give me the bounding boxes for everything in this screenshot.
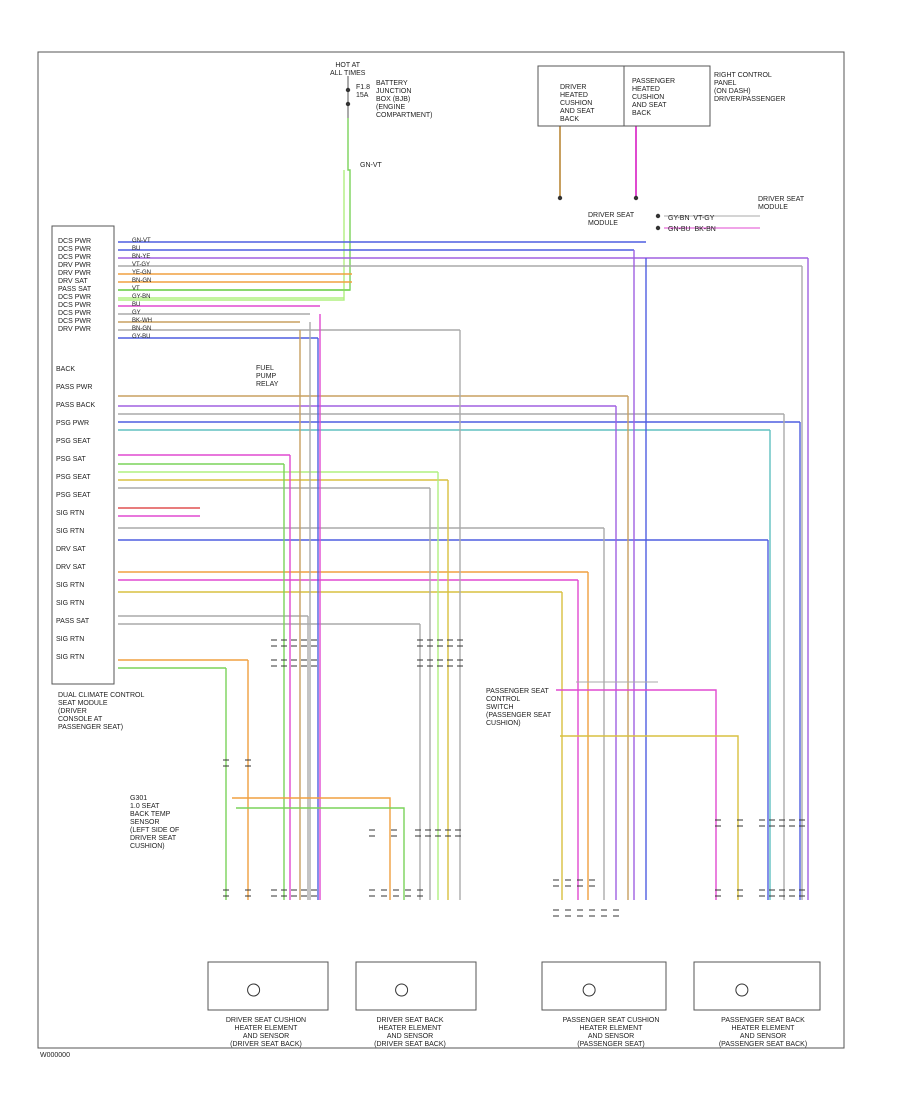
drop-wire bbox=[556, 689, 717, 900]
heater-element-symbol bbox=[395, 983, 409, 997]
module-pin-label: PSG SEAT bbox=[56, 438, 91, 445]
wire-color-label: BN-GN bbox=[132, 326, 152, 332]
module-pin-label: DRV SAT bbox=[56, 564, 86, 571]
battery-feed-wire bbox=[118, 170, 345, 301]
module-pin-label: SIG RTN bbox=[56, 582, 85, 589]
heated-seat-driver-switch: DRIVER HEATED CUSHION AND SEAT BACK bbox=[560, 84, 595, 123]
module-pin-label: DCS PWR bbox=[58, 302, 92, 309]
heater-element-symbol bbox=[247, 983, 261, 997]
drop-wire bbox=[236, 807, 405, 900]
battery-feed-wire bbox=[118, 118, 351, 291]
module-pin-label: DCS PWR bbox=[58, 294, 92, 301]
seat-heater-box-2 bbox=[355, 961, 477, 1011]
wire-color-label: GY bbox=[132, 310, 141, 316]
heated-seat-passenger-switch: PASSENGER HEATED CUSHION AND SEAT BACK bbox=[632, 78, 676, 117]
splice-dot bbox=[655, 213, 661, 219]
splice-dot bbox=[655, 225, 661, 231]
module-pin-label: DCS PWR bbox=[58, 238, 92, 245]
module-pin-label: PASS SAT bbox=[56, 618, 90, 625]
module-pin-label: PSG SEAT bbox=[56, 474, 91, 481]
fuse-description: BATTERY JUNCTION BOX (BJB) (ENGINE COMPA… bbox=[376, 80, 433, 119]
heater-element-symbol bbox=[582, 983, 596, 997]
fuse-dot bbox=[345, 101, 351, 107]
seat-heater-box-3 bbox=[541, 961, 667, 1011]
drop-wire bbox=[560, 735, 739, 900]
wire-color-label: BU bbox=[132, 302, 141, 308]
module-pin-label: PASS PWR bbox=[56, 384, 93, 391]
seat-caption-3: PASSENGER SEAT CUSHION HEATER ELEMENT AN… bbox=[562, 1017, 660, 1048]
seat-heater-box-4 bbox=[693, 961, 821, 1011]
wire-color-label: GN-VT bbox=[132, 238, 151, 244]
wire-color-label: GY-BN bbox=[132, 294, 151, 300]
module-pin-label: PSG SEAT bbox=[56, 492, 91, 499]
splice-legend-row: GY-BN VT-GY bbox=[668, 215, 715, 222]
module-pin-label: SIG RTN bbox=[56, 600, 85, 607]
splice-legend-title: DRIVER SEAT MODULE bbox=[758, 196, 805, 211]
splice-dot bbox=[633, 195, 639, 201]
module-pin-label: DCS PWR bbox=[58, 246, 92, 253]
splice-dot bbox=[557, 195, 563, 201]
module-pin-label: DRV SAT bbox=[58, 278, 88, 285]
module-pin-label: PASS BACK bbox=[56, 402, 96, 409]
module-pin-label: BACK bbox=[56, 366, 76, 373]
wire-color-label: BN-YE bbox=[132, 254, 151, 260]
heater-element-symbol bbox=[735, 983, 749, 997]
footer-code: W000000 bbox=[40, 1052, 70, 1059]
climate-seat-module bbox=[51, 225, 115, 685]
module-pin-label: SIG RTN bbox=[56, 636, 85, 643]
seat-heater-box-1 bbox=[207, 961, 329, 1011]
module-pin-label: DCS PWR bbox=[58, 310, 92, 317]
wire-color-label: VT-GY bbox=[132, 262, 151, 268]
wire-color-label: GY-BU bbox=[132, 334, 151, 340]
passenger-switch-note: PASSENGER SEAT CONTROL SWITCH (PASSENGER… bbox=[486, 688, 552, 727]
module-pin-label: DCS PWR bbox=[58, 318, 92, 325]
diagram-frame bbox=[37, 51, 845, 1049]
wire-color-label: BN-GN bbox=[132, 278, 152, 284]
seat-caption-1: DRIVER SEAT CUSHION HEATER ELEMENT AND S… bbox=[225, 1017, 307, 1048]
module-pin-label: DRV PWR bbox=[58, 262, 91, 269]
seat-caption-2: DRIVER SEAT BACK HEATER ELEMENT AND SENS… bbox=[374, 1017, 446, 1048]
connector-note: DRIVER SEAT MODULE bbox=[588, 212, 635, 227]
left-sensor-note: G301 1.0 SEAT BACK TEMP SENSOR (LEFT SID… bbox=[130, 795, 180, 850]
drop-wire bbox=[232, 797, 391, 900]
battery-wire-label: GN-VT bbox=[360, 162, 382, 169]
fuel-pump-note: FUEL PUMP RELAY bbox=[256, 365, 279, 388]
module-pin-label: PSG SAT bbox=[56, 456, 86, 463]
control-panel-label: RIGHT CONTROL PANEL (ON DASH) DRIVER/PAS… bbox=[714, 72, 786, 103]
module-pin-label: DRV PWR bbox=[58, 270, 91, 277]
fuse-dot bbox=[345, 87, 351, 93]
module-pin-label: PASS SAT bbox=[58, 286, 92, 293]
wire-color-label: BU bbox=[132, 246, 141, 252]
fuse-label: F1.8 15A bbox=[356, 84, 371, 99]
module-pin-label: SIG RTN bbox=[56, 510, 85, 517]
module-pin-label: PSG PWR bbox=[56, 420, 90, 427]
wire-color-label: BK-WH bbox=[132, 318, 152, 324]
battery-label: HOT AT ALL TIMES bbox=[330, 62, 366, 77]
splice-legend-row: GN-BU BK-BN bbox=[668, 226, 716, 233]
module-caption: DUAL CLIMATE CONTROL SEAT MODULE (DRIVER… bbox=[58, 692, 145, 731]
wire-color-label: VT bbox=[132, 286, 140, 292]
seat-caption-4: PASSENGER SEAT BACK HEATER ELEMENT AND S… bbox=[718, 1017, 808, 1048]
module-pin-label: SIG RTN bbox=[56, 528, 85, 535]
module-pin-label: DCS PWR bbox=[58, 254, 92, 261]
module-pin-label: DRV PWR bbox=[58, 326, 91, 333]
module-pin-label: SIG RTN bbox=[56, 654, 85, 661]
module-pin-label: DRV SAT bbox=[56, 546, 86, 553]
wire-color-label: YE-GN bbox=[132, 270, 152, 276]
